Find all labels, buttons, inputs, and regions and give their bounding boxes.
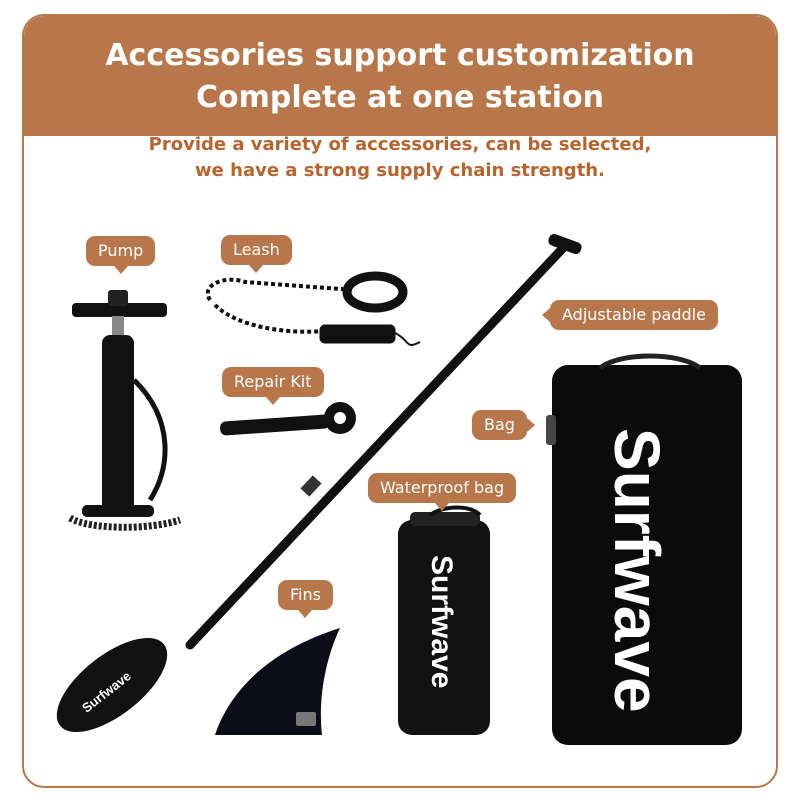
repair-kit-label: Repair Kit	[222, 367, 324, 405]
waterproof-bag-brand-text: Surfwave	[425, 555, 458, 688]
subtitle-line1: Provide a variety of accessories, can be…	[148, 134, 652, 155]
bag-brand-text: Surfwave	[601, 428, 673, 713]
adjustable-paddle-label: Adjustable paddle	[542, 300, 718, 330]
fin-image	[215, 628, 340, 735]
waterproof-bag-label: Waterproof bag	[368, 473, 517, 511]
leash-image	[205, 271, 421, 346]
bag-label: Bag	[472, 410, 535, 440]
fins-label: Fins	[278, 580, 333, 618]
pump-image	[68, 290, 182, 531]
subtitle-line2: we have a strong supply chain strength.	[195, 160, 605, 181]
bag-image: Surfwave	[546, 353, 742, 745]
repair-kit-image	[220, 402, 356, 436]
pump-label: Pump	[86, 236, 156, 274]
header-title-line2: Complete at one station	[196, 80, 604, 115]
leash-label: Leash	[221, 235, 292, 273]
waterproof-bag-image: Surfwave	[398, 505, 490, 735]
header-banner: Accessories support customization Comple…	[24, 16, 776, 136]
adjustable-paddle-image: Surfwave	[56, 233, 582, 733]
header-title-line1: Accessories support customization	[105, 38, 695, 73]
